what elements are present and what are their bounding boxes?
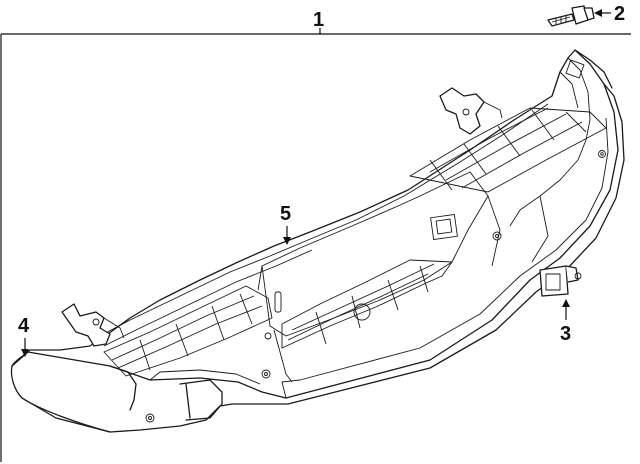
- callout-2-label: 2: [614, 3, 625, 25]
- callout-4-label: 4: [18, 315, 30, 337]
- callout-3: 3: [560, 299, 571, 345]
- mounting-bracket-left: [61, 303, 125, 347]
- mounting-bracket-right: [439, 87, 503, 135]
- callout-1-label: 1: [313, 9, 324, 31]
- callout-1: 1: [313, 9, 324, 31]
- step-pad: [103, 107, 607, 377]
- callout-3-label: 3: [560, 323, 571, 345]
- bolt: [547, 5, 595, 27]
- callout-5: 5: [280, 203, 291, 245]
- rear-bumper-assembly: [10, 49, 625, 433]
- receiver-clip: [539, 265, 582, 297]
- assembly-bracket: [0, 28, 631, 462]
- callout-2: 2: [594, 3, 625, 25]
- callout-5-label: 5: [280, 203, 291, 225]
- callout-4: 4: [18, 315, 30, 357]
